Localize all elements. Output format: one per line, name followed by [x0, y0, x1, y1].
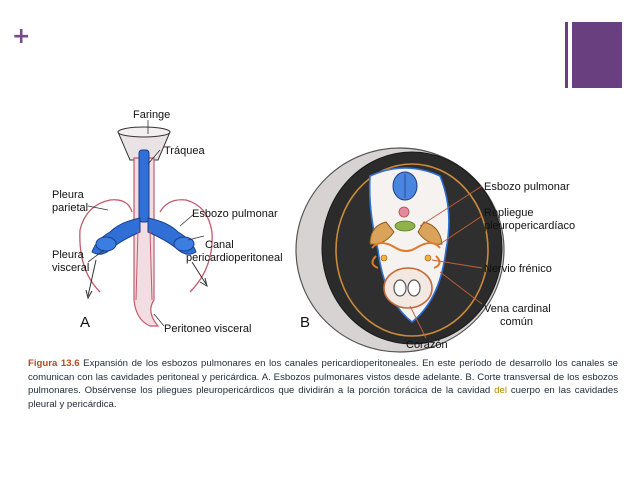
- label-esbozo-pulmonar-a: Esbozo pulmonar: [192, 208, 278, 220]
- label-pleura-visceral-1: Pleura: [52, 249, 85, 261]
- label-panel-a: A: [80, 314, 90, 331]
- caption-highlight: del: [494, 385, 507, 397]
- label-vena-cardinal-1: Vena cardinal: [484, 303, 551, 315]
- figure-label: Figura 13.6: [28, 358, 80, 369]
- label-repliegue-2: pleuropericardíaco: [484, 220, 575, 232]
- label-traquea: Tráquea: [164, 145, 205, 157]
- label-repliegue-1: Repliegue: [484, 207, 534, 219]
- plus-icon: +: [12, 24, 31, 49]
- label-esbozo-pulmonar-b: Esbozo pulmonar: [484, 181, 570, 193]
- label-pleura-parietal-1: Pleura: [52, 189, 85, 201]
- decorative-bar-block: [572, 22, 622, 88]
- label-pleura-visceral-2: visceral: [52, 262, 89, 274]
- label-canal-1: Canal: [205, 239, 234, 251]
- caption-text-1: Expansión de los esbozos pulmonares en l…: [28, 358, 618, 397]
- label-canal-2: pericardioperitoneal: [186, 252, 283, 264]
- caption-text-2: cuerpo en las cavidades pleural y pericá…: [28, 385, 618, 410]
- label-peritoneo-visceral: Peritoneo visceral: [164, 323, 251, 335]
- label-vena-cardinal-2: común: [500, 316, 533, 328]
- label-faringe: Faringe: [133, 109, 170, 121]
- label-corazon: Corazón: [406, 339, 448, 351]
- panel-a-drawing: [79, 120, 213, 327]
- label-pleura-parietal-2: parietal: [52, 202, 88, 214]
- label-nervio-frenico: Nervio frénico: [484, 263, 552, 275]
- label-panel-b: B: [300, 314, 310, 331]
- decorative-bar-thin: [565, 22, 568, 88]
- figure-caption: Figura 13.6 Expansión de los esbozos pul…: [28, 357, 618, 411]
- panel-b-drawing: [295, 147, 505, 353]
